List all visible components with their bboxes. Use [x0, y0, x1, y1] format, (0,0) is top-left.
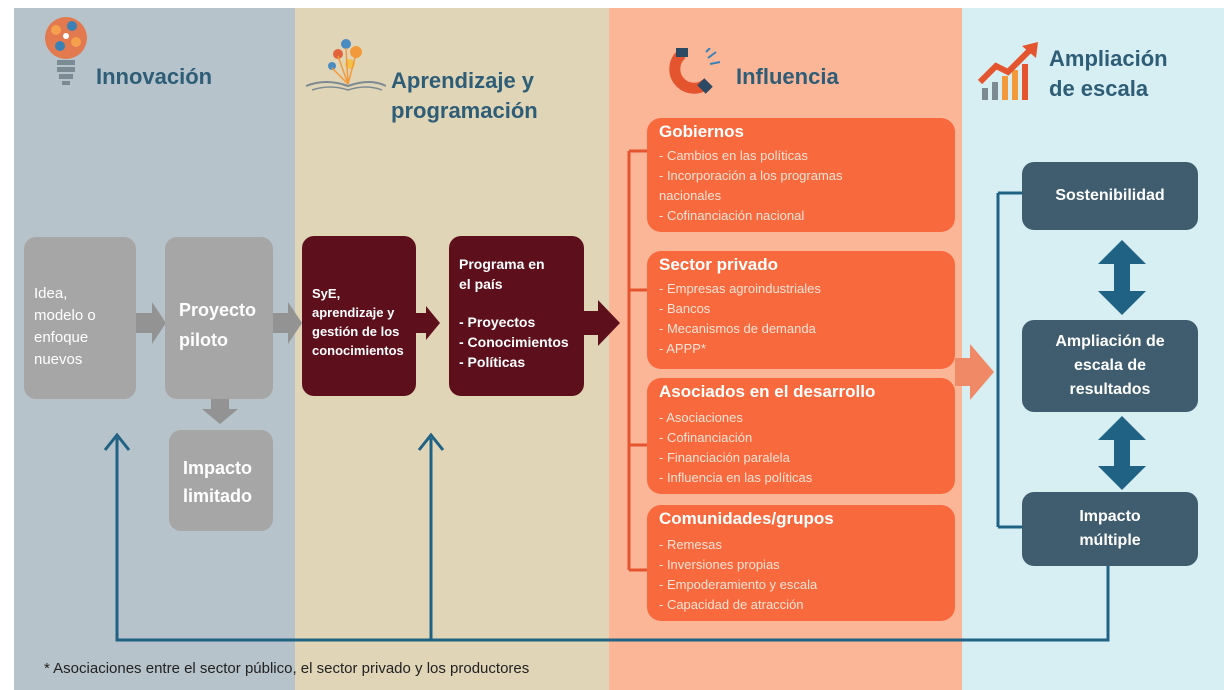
feedback-arrowhead-innovation [103, 432, 131, 451]
pilot-project-box: Proyecto piloto [165, 237, 273, 399]
learning-title: Aprendizaje y programación [391, 68, 538, 123]
country-program-box: Programa en el país - Proyectos - Conoci… [449, 236, 584, 396]
double-arrow-upper [1098, 240, 1146, 315]
scaling-results-box: Ampliación de escala de resultados [1022, 320, 1198, 412]
influence-box-private-sector: Sector privado - Empresas agroindustrial… [647, 251, 955, 369]
mel-knowledge-box: SyE, aprendizaje y gestión de los conoci… [302, 236, 416, 396]
book-growth-icon [305, 39, 386, 91]
arrow-program-to-influence [584, 300, 620, 346]
innovation-title: Innovación [96, 64, 213, 89]
arrow-mel-to-program [416, 306, 440, 340]
limited-impact-box: Impacto limitado [169, 430, 273, 531]
arrow-pilot-to-mel [272, 302, 302, 344]
feedback-loop-line [115, 438, 1110, 642]
footnote: * Asociaciones entre el sector público, … [44, 660, 530, 677]
arrow-pilot-to-limited [202, 398, 238, 424]
sustainability-box: Sostenibilidad [1022, 162, 1198, 230]
arrow-influence-to-scaling [955, 344, 994, 400]
scaling-title: Ampliación de escala [1049, 46, 1168, 101]
influence-box-governments: Gobiernos - Cambios en las políticas - I… [647, 118, 955, 232]
influence-box-communities: Comunidades/grupos - Remesas - Inversion… [647, 505, 955, 621]
influence-title: Influencia [736, 64, 839, 89]
lightbulb-icon [45, 17, 87, 85]
double-arrow-lower [1098, 416, 1146, 490]
multiple-impact-box: Impacto múltiple [1022, 492, 1198, 566]
influence-box-development-partners: Asociados en el desarrollo - Asociacione… [647, 378, 955, 494]
arrow-idea-to-pilot [136, 302, 166, 344]
magnet-icon [669, 48, 721, 94]
feedback-arrowhead-learning [417, 432, 445, 451]
growth-chart-icon [978, 42, 1038, 100]
idea-box: Idea, modelo o enfoque nuevos [24, 237, 136, 399]
